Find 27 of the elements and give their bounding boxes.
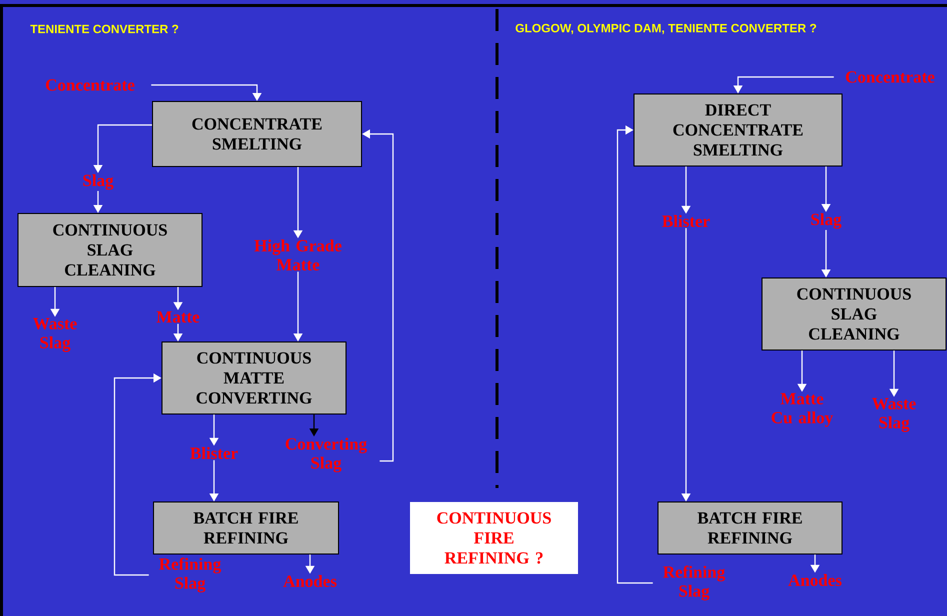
process-box: BATCH FIRE REFINING bbox=[658, 502, 842, 554]
process-box: CONCENTRATE SMELTING bbox=[152, 101, 362, 167]
flow-label: Blister bbox=[190, 447, 238, 459]
flow-label: Slag bbox=[811, 213, 842, 229]
note-box: CONTINUOUS FIRE REFINING ? bbox=[410, 502, 578, 574]
process-box: CONTINUOUS SLAG CLEANING bbox=[762, 278, 946, 350]
process-box: CONTINUOUS MATTE CONVERTING bbox=[162, 342, 346, 414]
flow-label: Anodes bbox=[788, 574, 842, 586]
panel-heading: TENIENTE CONVERTER ? bbox=[30, 24, 178, 34]
panel-heading: GLOGOW, OLYMPIC DAM, TENIENTE CONVERTER ? bbox=[516, 24, 816, 34]
flow-label: Waste Slag bbox=[33, 318, 77, 352]
flow-label: Blister bbox=[662, 215, 710, 227]
flow-label: Waste Slag bbox=[872, 398, 916, 432]
flow-label: Slag bbox=[83, 174, 114, 190]
flow-label: Converting Slag bbox=[286, 438, 367, 472]
process-box: CONTINUOUS SLAG CLEANING bbox=[18, 213, 202, 287]
arrow bbox=[616, 125, 653, 584]
flow-label: Concentrate bbox=[846, 71, 934, 83]
flow-label: High Grade Matte bbox=[254, 240, 342, 270]
process-box: BATCH FIRE REFINING bbox=[153, 502, 339, 554]
flow-label: Refining Slag bbox=[663, 566, 725, 600]
flow-label: Anodes bbox=[283, 575, 336, 587]
flow-label: Matte bbox=[156, 311, 200, 323]
flow-label: Refining Slag bbox=[159, 558, 221, 592]
process-box: DIRECT CONCENTRATE SMELTING bbox=[634, 94, 842, 166]
flow-label: Matte Cu alloy bbox=[772, 393, 833, 427]
flow-label: Concentrate bbox=[46, 79, 134, 91]
